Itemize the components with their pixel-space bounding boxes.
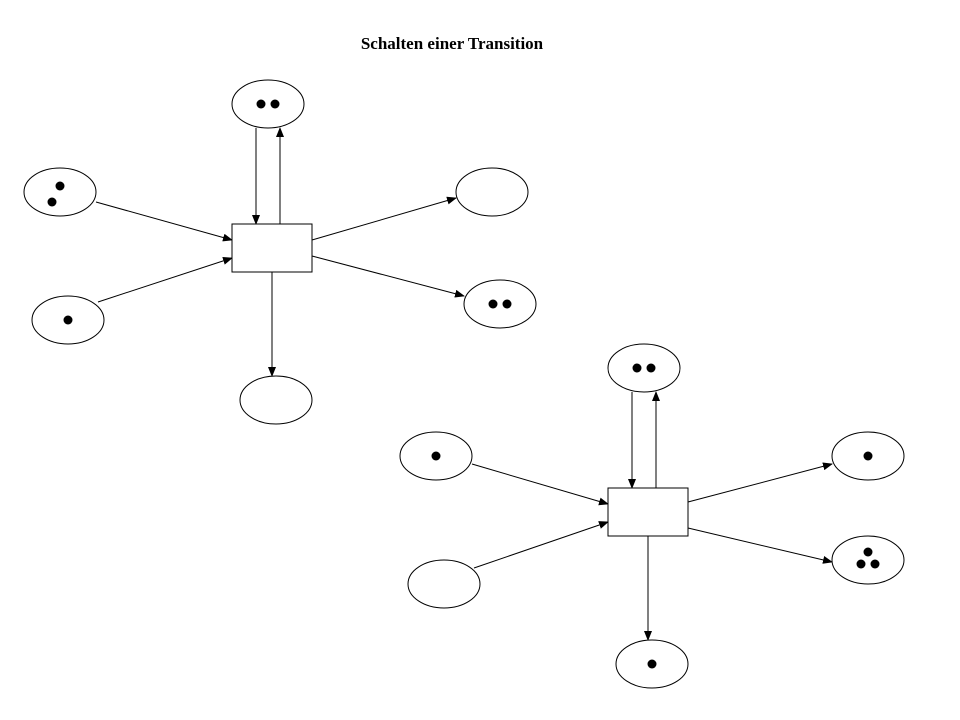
arc-5	[687, 462, 833, 503]
token	[47, 197, 57, 207]
place-out-upper	[455, 167, 529, 217]
arc-2	[473, 521, 609, 569]
token	[431, 451, 441, 461]
place-in-upper	[23, 167, 97, 217]
place-bottom	[239, 375, 313, 425]
token	[270, 99, 280, 109]
token	[863, 451, 873, 461]
token	[55, 181, 65, 191]
petri-net-before-firing	[23, 79, 537, 425]
arc-5	[311, 196, 457, 241]
token	[856, 559, 866, 569]
token	[870, 559, 880, 569]
transition	[607, 487, 689, 537]
arc-1	[471, 463, 609, 506]
petri-net-after-firing	[399, 343, 905, 689]
token	[863, 547, 873, 557]
place-top	[231, 79, 305, 129]
place-out-lower	[831, 535, 905, 585]
place-out-lower	[463, 279, 537, 329]
token	[502, 299, 512, 309]
token	[632, 363, 642, 373]
diagram-title: Schalten einer Transition	[360, 34, 544, 53]
arc-6	[311, 255, 465, 298]
arc-6	[687, 527, 833, 564]
token	[63, 315, 73, 325]
place-top	[607, 343, 681, 393]
place-in-lower	[407, 559, 481, 609]
token	[647, 659, 657, 669]
token	[646, 363, 656, 373]
token	[488, 299, 498, 309]
arc-2	[97, 257, 233, 303]
arc-1	[95, 201, 233, 242]
transition	[231, 223, 313, 273]
token	[256, 99, 266, 109]
